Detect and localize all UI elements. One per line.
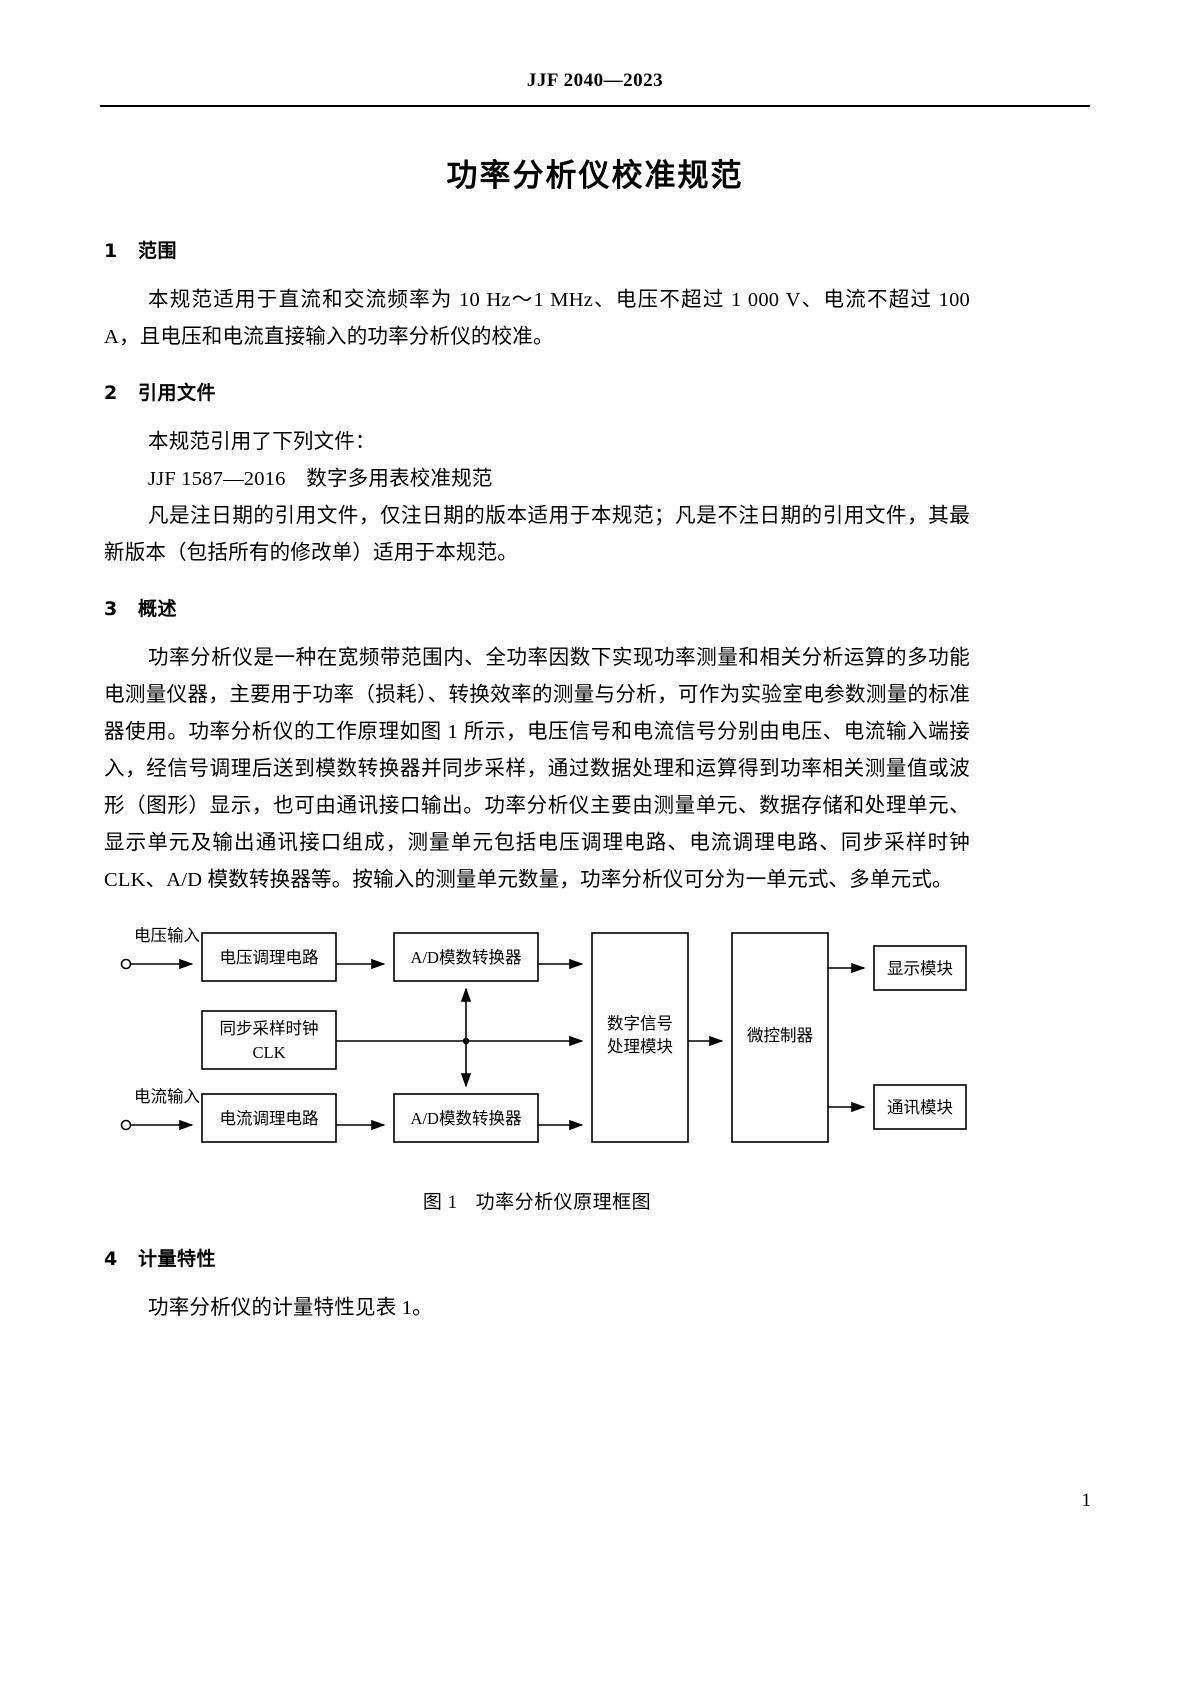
figure-caption-text: 功率分析仪原理框图 xyxy=(475,1192,652,1213)
terminal-current-input xyxy=(120,1119,132,1131)
section-heading-2: 2 引用文件 xyxy=(104,378,970,405)
figure-1-diagram: 电压调理电路 A/D模数转换器 同步采样时钟 CLK 电流调理电路 A/D模数转… xyxy=(120,926,967,1143)
label-sync-clock-line2: CLK xyxy=(253,1043,286,1062)
box-dsp-module xyxy=(591,932,689,1143)
running-header: JJF 2040—2023 xyxy=(100,70,1090,92)
label-dsp-line1: 数字信号 xyxy=(607,1014,673,1033)
label-sync-clock-line1: 同步采样时钟 xyxy=(220,1019,319,1038)
section-title-4: 计量特性 xyxy=(138,1248,217,1270)
section-2-reference-doc: JJF 1587—2016 数字多用表校准规范 xyxy=(148,468,493,490)
section-1-paragraph-1: 本规范适用于直流和交流频率为 10 Hz～1 MHz、电压不超过 1 000 V… xyxy=(104,289,970,348)
section-2-paragraph-1: 本规范引用了下列文件： xyxy=(148,431,376,453)
label-adc-bottom: A/D模数转换器 xyxy=(411,1109,522,1128)
figure-1-caption: 图 1 功率分析仪原理框图 xyxy=(104,1187,970,1214)
label-mcu: 微控制器 xyxy=(747,1026,814,1045)
section-title-2: 引用文件 xyxy=(138,382,217,404)
terminal-voltage-input xyxy=(120,958,132,970)
document-body: 1 范围 本规范适用于直流和交流频率为 10 Hz～1 MHz、电压不超过 1 0… xyxy=(104,236,970,1327)
section-number-1: 1 xyxy=(104,240,118,262)
section-4-paragraph-1: 功率分析仪的计量特性见表 1。 xyxy=(148,1297,433,1319)
section-heading-4: 4 计量特性 xyxy=(104,1244,970,1271)
label-current-input: 电流输入 xyxy=(134,1087,200,1106)
section-number-4: 4 xyxy=(104,1248,118,1270)
label-voltage-input: 电压输入 xyxy=(134,926,200,945)
section-3-paragraph-1: 功率分析仪是一种在宽频带范围内、全功率因数下实现功率测量和相关分析运算的多功能电… xyxy=(104,647,970,891)
section-heading-1: 1 范围 xyxy=(104,236,970,263)
label-display-module: 显示模块 xyxy=(887,959,953,978)
section-title-1: 范围 xyxy=(138,240,178,262)
section-title-3: 概述 xyxy=(138,598,178,620)
standard-code: JJF 2040—2023 xyxy=(526,70,664,91)
label-adc-top: A/D模数转换器 xyxy=(411,948,522,967)
section-number-2: 2 xyxy=(104,382,118,404)
junction-dot-clock xyxy=(462,1037,470,1045)
section-heading-3: 3 概述 xyxy=(104,594,970,621)
label-current-conditioning: 电流调理电路 xyxy=(220,1109,320,1128)
box-adc-bottom xyxy=(393,1093,539,1143)
box-mcu xyxy=(731,932,829,1143)
label-dsp-line2: 处理模块 xyxy=(607,1037,673,1056)
label-voltage-conditioning: 电压调理电路 xyxy=(220,948,320,967)
page-title: 功率分析仪校准规范 xyxy=(446,158,744,194)
page-number: 1 xyxy=(1081,1490,1092,1511)
box-display-module xyxy=(873,945,967,991)
figure-caption-number: 图 1 xyxy=(422,1192,458,1213)
section-number-3: 3 xyxy=(104,598,118,620)
figure-1: 电压调理电路 A/D模数转换器 同步采样时钟 CLK 电流调理电路 A/D模数转… xyxy=(104,919,970,1177)
label-comm-module: 通讯模块 xyxy=(887,1098,953,1117)
box-voltage-conditioning xyxy=(201,932,337,982)
box-adc-top xyxy=(393,932,539,982)
box-current-conditioning xyxy=(201,1093,337,1143)
box-sync-clock xyxy=(201,1010,337,1070)
header-divider xyxy=(100,105,1090,107)
section-2-paragraph-2: 凡是注日期的引用文件，仅注日期的版本适用于本规范；凡是不注日期的引用文件，其最新… xyxy=(104,505,970,564)
box-comm-module xyxy=(873,1084,967,1130)
